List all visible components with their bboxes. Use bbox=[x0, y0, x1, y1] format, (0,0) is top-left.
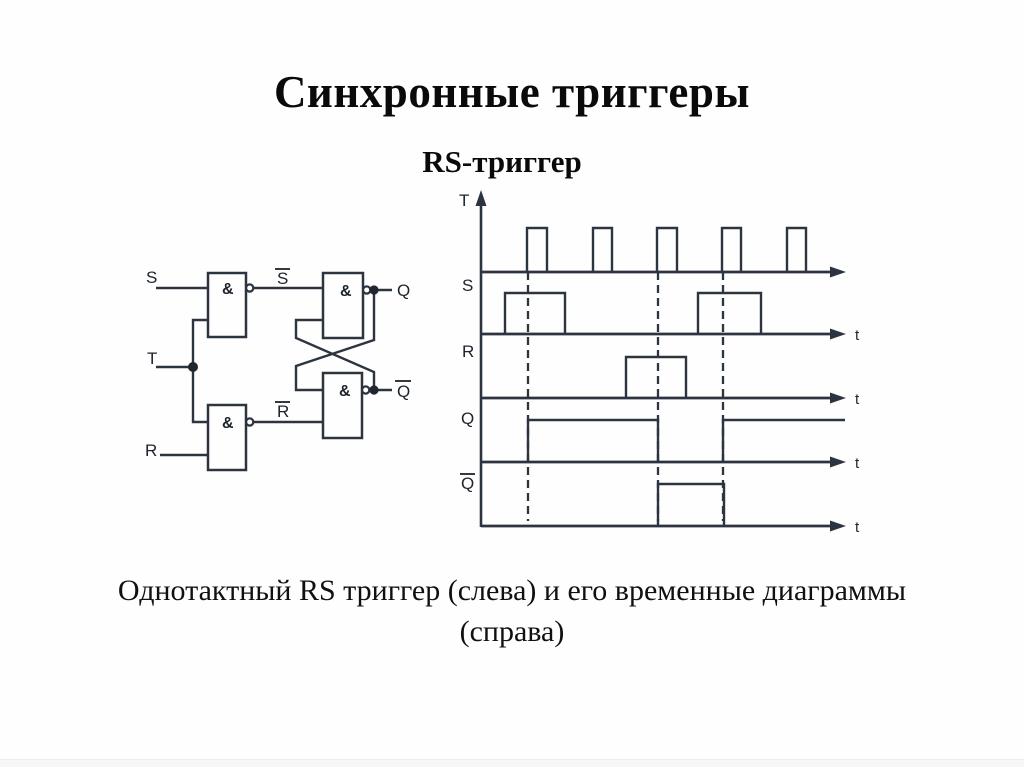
signal-pulse-q bbox=[656, 482, 726, 526]
gate-and-symbol: & bbox=[340, 283, 352, 300]
gate-box-top-right bbox=[321, 271, 365, 340]
input-s-label: S bbox=[146, 268, 157, 287]
axis-right-arrowhead-icon bbox=[830, 328, 846, 340]
signal-pulse-q bbox=[526, 418, 660, 462]
slide-title: Синхронные триггеры bbox=[273, 67, 751, 117]
input-t-label: T bbox=[147, 349, 157, 368]
axis-right-arrowhead-icon bbox=[830, 456, 846, 468]
axis-up-arrowhead-icon bbox=[475, 190, 487, 206]
signal-label-q-inverted: Q bbox=[461, 474, 474, 493]
inversion-bubble-bottom-left bbox=[244, 417, 255, 427]
signal-label-q: Q bbox=[461, 409, 474, 428]
figure-caption: Однотактный RS триггер (слева) и его вре… bbox=[0, 570, 1024, 652]
bottom-edge-strip bbox=[0, 759, 1024, 767]
axis-right-arrowhead-icon bbox=[830, 266, 846, 278]
caption-line-2: (справа) bbox=[459, 615, 565, 648]
time-axis-label: t bbox=[855, 455, 860, 472]
time-axis-label: t bbox=[855, 391, 860, 408]
rs-trigger-circuit-diagram: & & & & S T R S R Q Q bbox=[145, 268, 411, 472]
output-q-label: Q bbox=[397, 281, 410, 300]
signal-pulse-t bbox=[655, 226, 679, 272]
signal-pulse-t bbox=[525, 226, 549, 272]
caption-line-1: Однотактный RS триггер (слева) и его вре… bbox=[117, 574, 907, 607]
s-inverted-label: S bbox=[277, 269, 288, 288]
signal-label-r: R bbox=[462, 342, 474, 361]
gate-and-symbol: & bbox=[339, 383, 351, 400]
junction-dot-q bbox=[369, 285, 379, 295]
time-axis-label: t bbox=[855, 519, 860, 536]
r-inverted-label: R bbox=[277, 402, 289, 421]
inversion-bubble-top-right bbox=[362, 285, 372, 295]
inversion-bubble-bottom-right bbox=[361, 385, 371, 395]
signal-pulse-r bbox=[624, 355, 688, 398]
axis-right-arrowhead-icon bbox=[830, 520, 846, 532]
junction-dot-t bbox=[188, 362, 198, 372]
gate-and-symbol: & bbox=[222, 415, 234, 432]
wire-feedback-q-to-lower-gate bbox=[294, 293, 376, 392]
gate-box-top-left bbox=[206, 271, 248, 339]
wire-feedback-qinv-to-upper-gate bbox=[294, 318, 376, 387]
signal-pulse-s bbox=[696, 291, 763, 334]
axis-right-arrowhead-icon bbox=[830, 392, 846, 404]
gate-box-bottom-right bbox=[321, 371, 364, 440]
time-axis-label: t bbox=[855, 327, 860, 344]
signal-label-t: T bbox=[459, 191, 469, 210]
gate-and-symbol: & bbox=[222, 281, 234, 298]
gate-box-bottom-left bbox=[206, 403, 248, 472]
signal-pulse-q bbox=[721, 418, 845, 462]
output-q-inverted-label: Q bbox=[397, 382, 410, 401]
slide-subtitle: RS-триггер bbox=[422, 144, 582, 179]
junction-dot-q-inverted bbox=[369, 385, 379, 395]
signal-pulse-s bbox=[503, 291, 567, 334]
signal-pulse-t bbox=[720, 226, 743, 272]
signal-pulse-t bbox=[785, 226, 808, 272]
input-r-label: R bbox=[145, 441, 157, 460]
signal-label-s: S bbox=[462, 276, 473, 295]
inversion-bubble-top-left bbox=[244, 283, 255, 293]
signal-pulse-t bbox=[591, 226, 614, 272]
